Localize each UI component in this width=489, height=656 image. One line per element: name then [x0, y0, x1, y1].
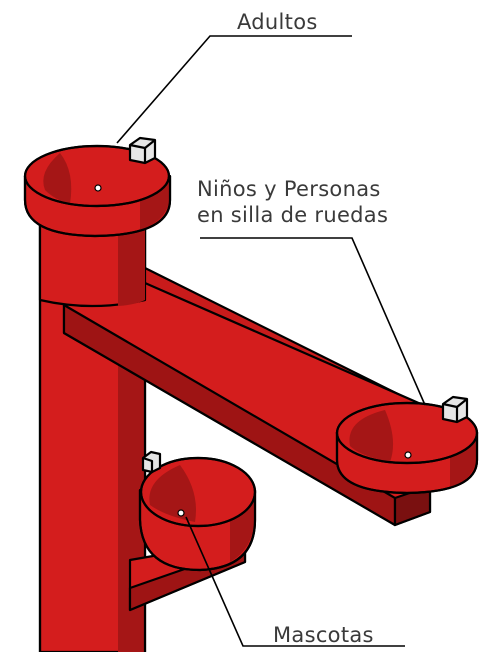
label-mascotas: Mascotas	[273, 623, 374, 647]
pet-valve-icon	[141, 450, 162, 474]
top-basin	[23, 144, 172, 238]
label-adultos: Adultos	[237, 10, 318, 34]
leader-line-ninos	[200, 237, 426, 406]
top-valve-icon	[128, 136, 157, 165]
leader-line-mascotas	[185, 516, 405, 647]
pet-basin	[138, 456, 257, 572]
label-ninos-line1: Niños y Personas	[197, 177, 381, 201]
right-basin	[335, 401, 479, 495]
right-valve-icon	[441, 395, 469, 424]
label-ninos-line2: en silla de ruedas	[197, 203, 389, 227]
label-ninos: Niños y Personas en silla de ruedas	[197, 176, 388, 228]
leader-line-adultos	[116, 35, 352, 144]
